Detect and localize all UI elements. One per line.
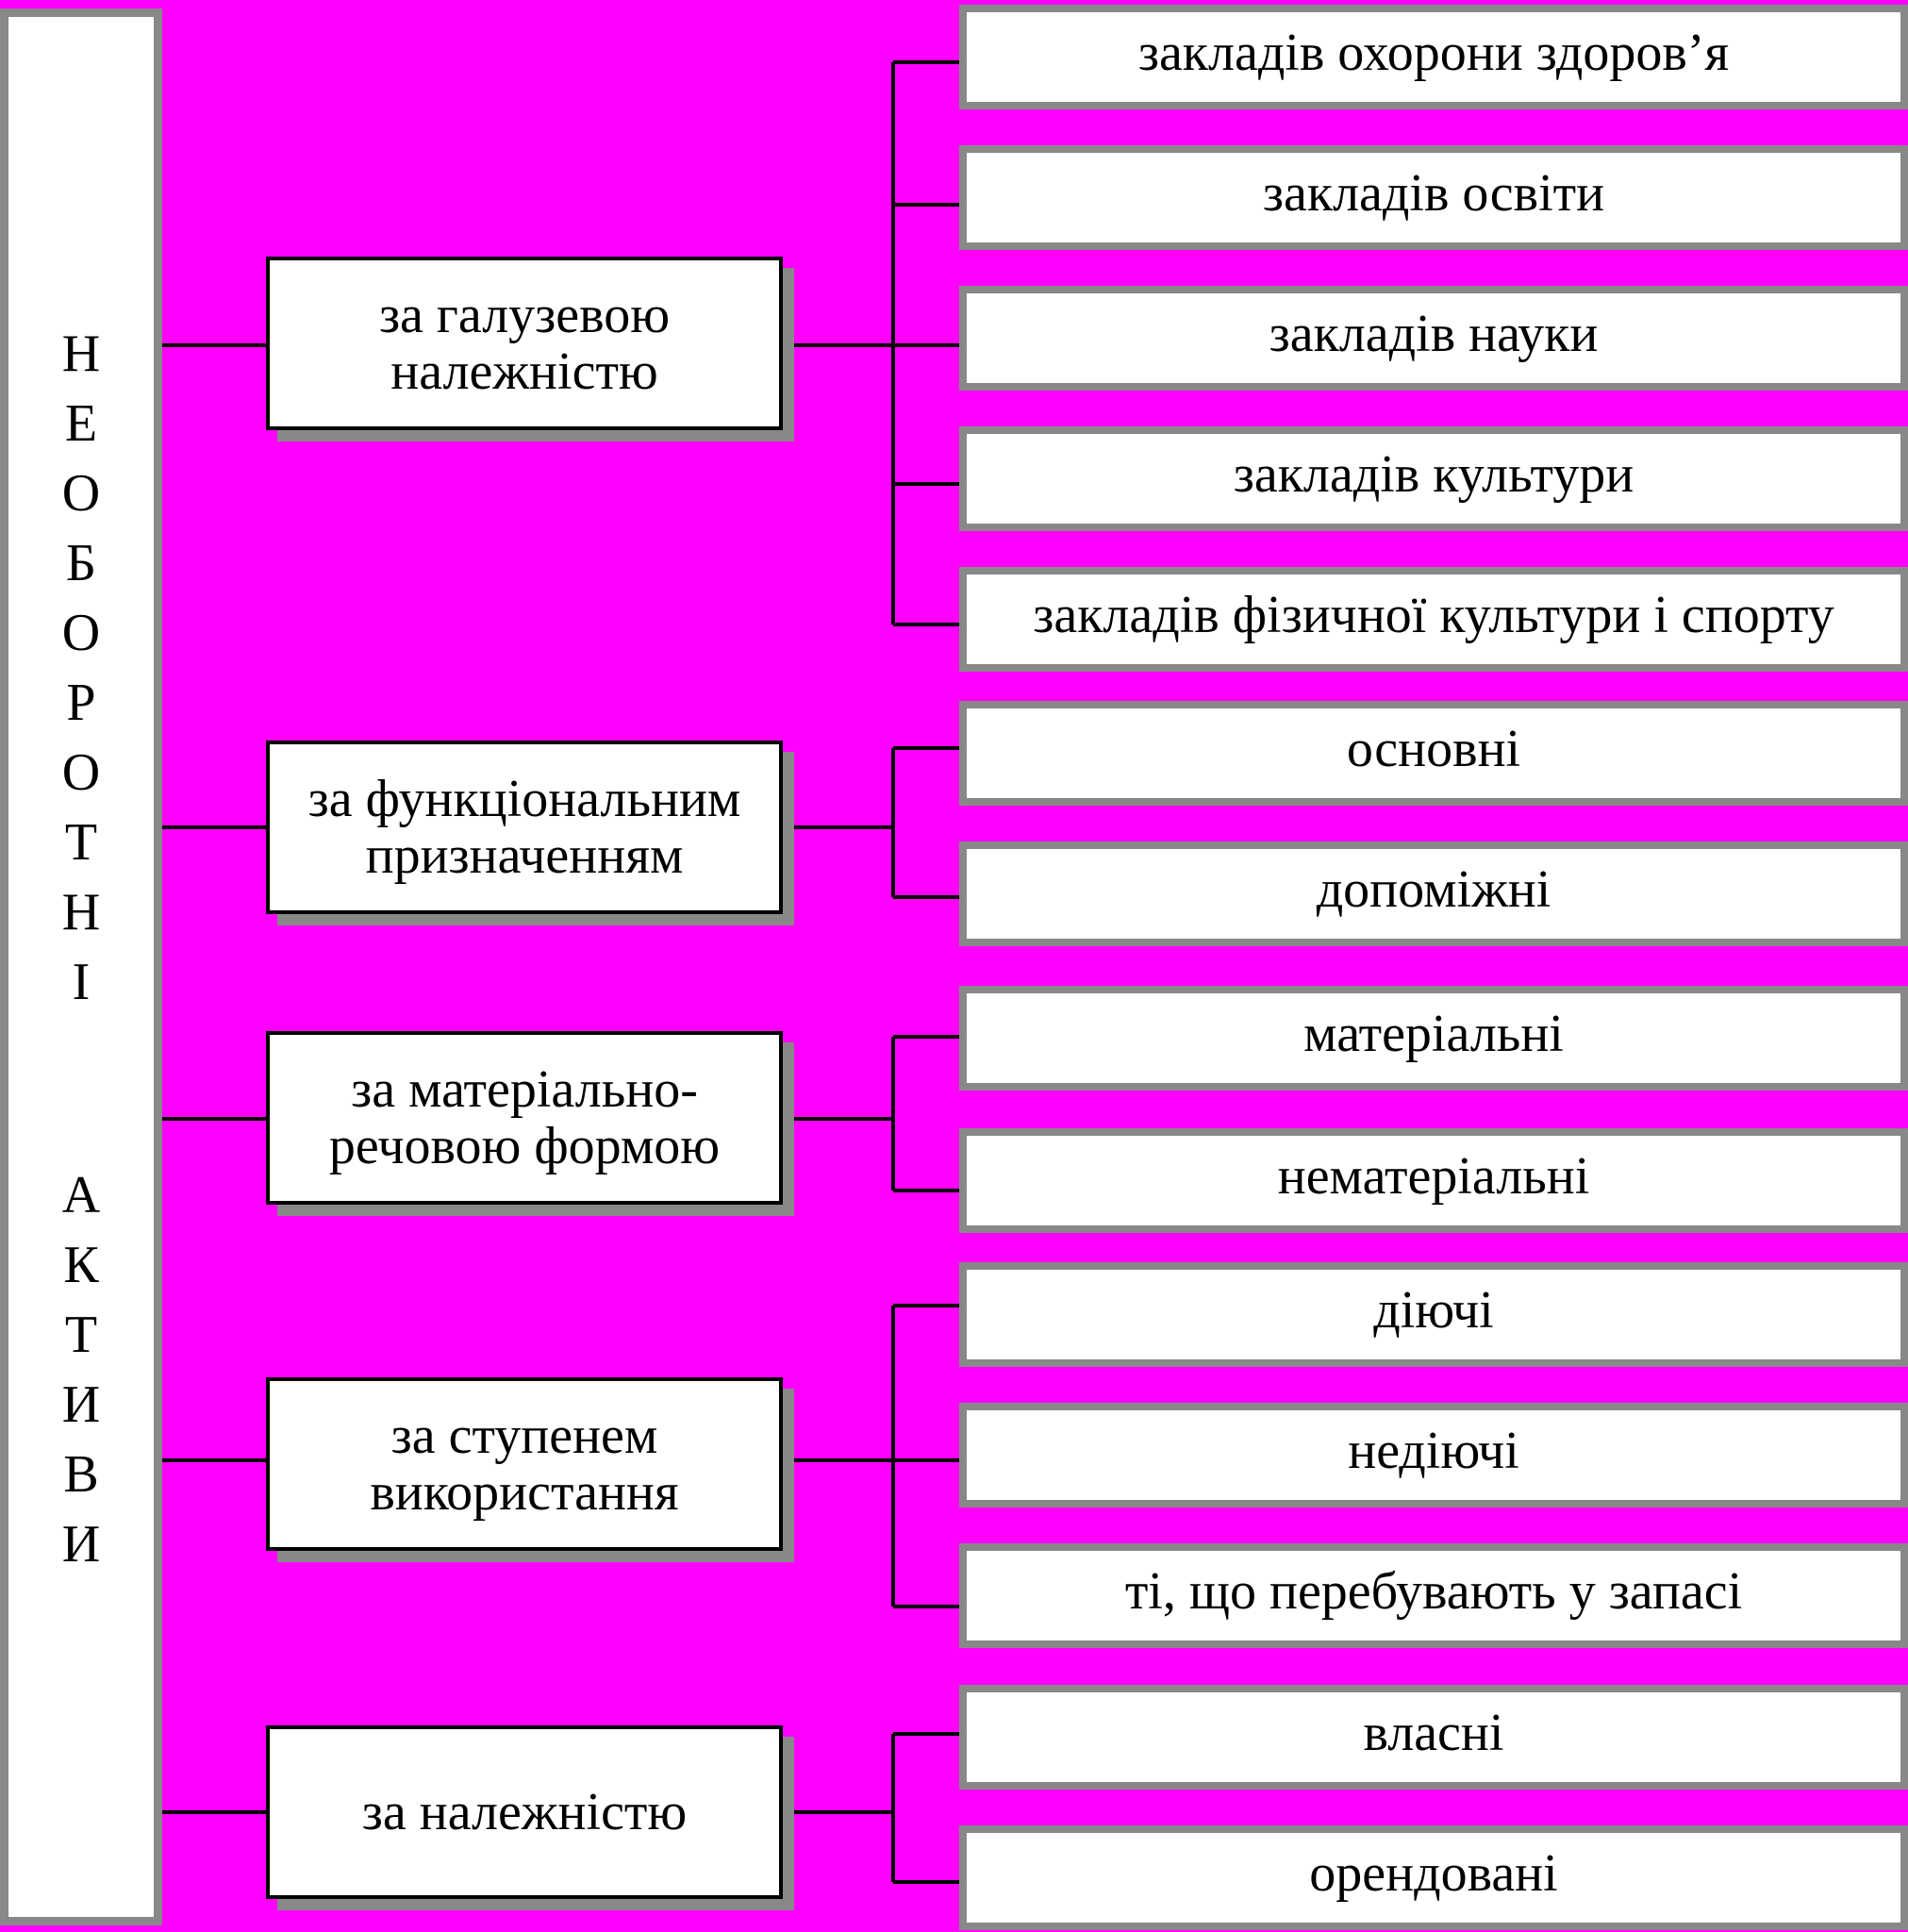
root-letter: Р: [66, 674, 96, 732]
category-box: закладів науки: [959, 286, 1908, 391]
root-letter: В: [63, 1445, 99, 1504]
root-letter: Н: [61, 325, 101, 383]
category-box: закладів освіти: [959, 145, 1908, 250]
root-letter: Т: [64, 813, 98, 872]
root-letter: О: [61, 743, 101, 802]
root-letter: И: [61, 1515, 101, 1574]
criterion-box-funktsionalna: за функціональним призначенням: [266, 741, 783, 914]
category-box: закладів культури: [959, 426, 1908, 531]
root-letter: Б: [65, 534, 97, 592]
root-letter: И: [61, 1375, 101, 1434]
category-box: недіючі: [959, 1403, 1908, 1507]
criterion-box-stupin-vykorystannia: за ступенем використання: [266, 1377, 783, 1551]
category-box: матеріальні: [959, 986, 1908, 1091]
category-box: орендовані: [959, 1825, 1908, 1930]
root-letter: К: [63, 1236, 99, 1294]
root-title-line2: А К Т И В И: [8, 1160, 154, 1579]
root-letter: І: [72, 953, 91, 1011]
root-box-neoborotni-aktyvy: Н Е О Б О Р О Т Н І А К Т И В И: [0, 8, 162, 1925]
category-box: закладів фізичної культури і спорту: [959, 567, 1908, 672]
root-letter: Т: [64, 1306, 98, 1364]
category-box: нематеріальні: [959, 1128, 1908, 1233]
category-box: ті, що перебувають у запасі: [959, 1543, 1908, 1648]
root-title-line1: Н Е О Б О Р О Т Н І: [8, 319, 154, 1017]
root-letter: Н: [61, 883, 101, 941]
criterion-box-nalezhnist: за належністю: [266, 1725, 783, 1899]
category-box: основні: [959, 701, 1908, 806]
category-box: закладів охорони здоров’я: [959, 5, 1908, 109]
criterion-box-materialna-forma: за матеріально-речовою формою: [266, 1031, 783, 1205]
category-box: допоміжні: [959, 841, 1908, 946]
root-letter: О: [61, 464, 101, 523]
root-letter: Е: [64, 394, 98, 453]
root-letter: А: [61, 1166, 101, 1224]
root-letter: О: [61, 604, 101, 662]
category-box: діючі: [959, 1262, 1908, 1367]
category-box: власні: [959, 1685, 1908, 1790]
criterion-box-galuzeva: за галузевою належністю: [266, 257, 783, 430]
